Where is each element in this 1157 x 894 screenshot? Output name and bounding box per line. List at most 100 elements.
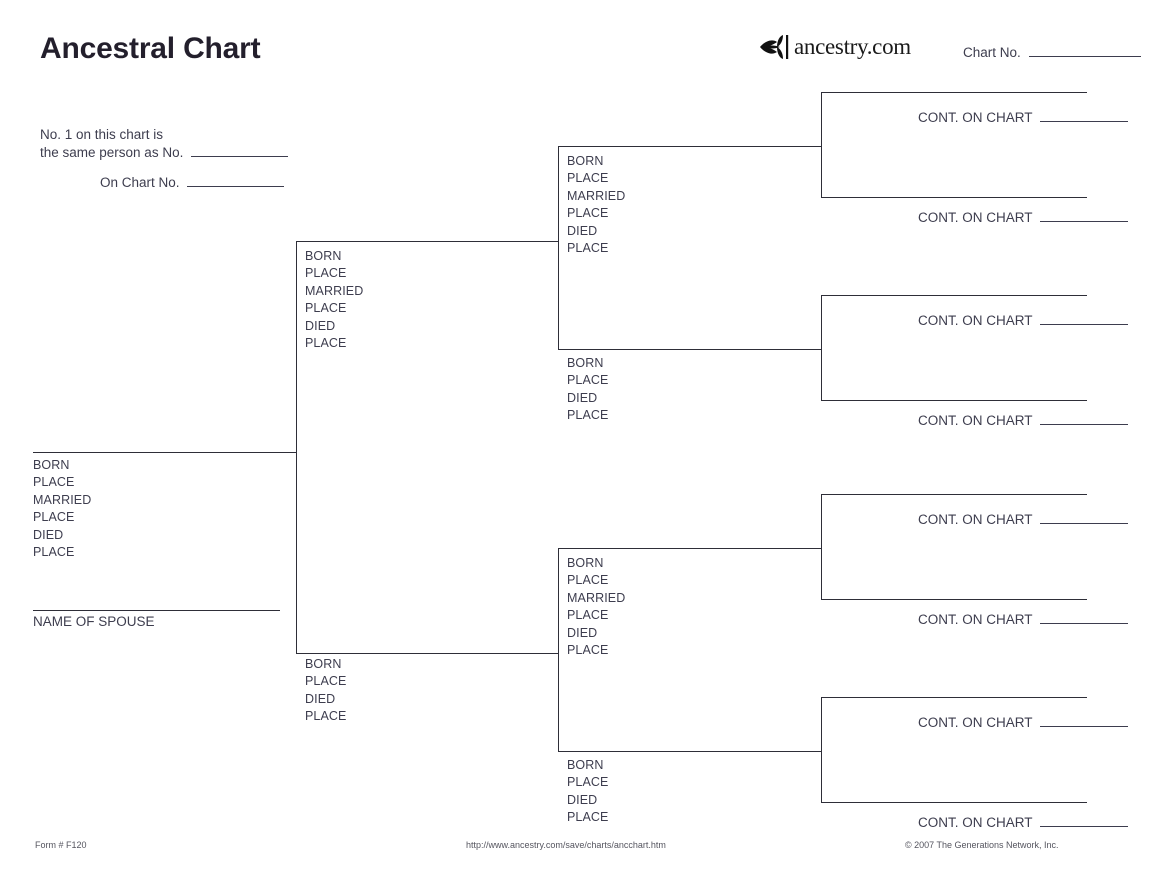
cont-label-text: CONT. ON CHART [917, 313, 1033, 328]
field-place-2: PLACE [33, 510, 75, 525]
field-died: DIED [567, 792, 598, 807]
cont-chart-input[interactable] [1040, 324, 1128, 325]
person-4-name-line[interactable] [558, 146, 820, 147]
person-6-fields: BORN PLACE MARRIED PLACE DIED PLACE [567, 555, 625, 659]
chart-number-input[interactable] [1028, 56, 1141, 57]
field-died: DIED [305, 691, 336, 706]
field-place-3: PLACE [567, 241, 609, 256]
chart-number-field[interactable]: Chart No. [963, 45, 1141, 60]
field-place-3: PLACE [33, 545, 75, 560]
cont-label-text: CONT. ON CHART [917, 715, 1033, 730]
person-10-name-line[interactable] [821, 295, 1087, 296]
connector-gen3-stub-2 [806, 349, 822, 350]
field-married: MARRIED [305, 283, 364, 298]
chart-number-label: Chart No. [963, 45, 1021, 60]
cont-label-text: CONT. ON CHART [917, 110, 1033, 125]
connector-gen3-lower-spine [558, 548, 559, 751]
connector-gen2-upper-stub [543, 241, 559, 242]
connector-gen2-lower-stub [543, 653, 559, 654]
cont-chart-input[interactable] [1040, 121, 1128, 122]
field-place-2: PLACE [567, 206, 609, 221]
field-place: PLACE [567, 171, 609, 186]
person-1-spouse-line[interactable] [33, 610, 280, 611]
field-place-2: PLACE [305, 301, 347, 316]
person-15-name-line[interactable] [821, 802, 1087, 803]
person-5-name-line[interactable] [558, 349, 820, 350]
field-died: DIED [567, 625, 598, 640]
cont-chart-input[interactable] [1040, 523, 1128, 524]
person-11-cont-on-chart[interactable]: CONT. ON CHART [830, 413, 1128, 428]
person-1-fields: BORN PLACE MARRIED PLACE DIED PLACE [33, 457, 91, 561]
person-14-name-line[interactable] [821, 697, 1087, 698]
field-place: PLACE [305, 266, 347, 281]
on-chart-note: On Chart No. [100, 175, 285, 190]
ancestry-logo: ancestry.com [758, 32, 911, 62]
cont-chart-input[interactable] [1040, 424, 1128, 425]
cont-label-text: CONT. ON CHART [917, 210, 1033, 225]
on-chart-number-input[interactable] [187, 186, 285, 187]
same-person-line2: the same person as No. [40, 144, 184, 160]
connector-gen2-spine [296, 241, 297, 653]
cont-chart-input[interactable] [1040, 826, 1128, 827]
on-chart-label: On Chart No. [100, 175, 180, 190]
person-8-name-line[interactable] [821, 92, 1087, 93]
cont-chart-input[interactable] [1040, 221, 1128, 222]
field-died: DIED [567, 223, 598, 238]
field-place: PLACE [567, 775, 609, 790]
person-9-cont-on-chart[interactable]: CONT. ON CHART [830, 210, 1128, 225]
person-7-fields: BORN PLACE DIED PLACE [567, 757, 609, 827]
connector-gen3-stub-1 [806, 146, 822, 147]
person-12-name-line[interactable] [821, 494, 1087, 495]
footer-form-number: Form # F120 [35, 840, 87, 850]
field-born: BORN [567, 556, 604, 570]
field-born: BORN [305, 249, 342, 263]
ancestry-wordmark: ancestry.com [794, 34, 911, 59]
field-place: PLACE [33, 475, 75, 490]
cont-label-text: CONT. ON CHART [917, 413, 1033, 428]
cont-chart-input[interactable] [1040, 623, 1128, 624]
person-14-cont-on-chart[interactable]: CONT. ON CHART [830, 715, 1128, 730]
ancestry-leaf-icon [758, 34, 792, 60]
person-8-cont-on-chart[interactable]: CONT. ON CHART [830, 110, 1128, 125]
field-died: DIED [567, 390, 598, 405]
field-place: PLACE [567, 373, 609, 388]
person-4-fields: BORN PLACE MARRIED PLACE DIED PLACE [567, 153, 625, 257]
connector-gen4-spine-1 [821, 92, 822, 197]
connector-gen3-stub-3 [806, 548, 822, 549]
page-title: Ancestral Chart [40, 32, 261, 65]
field-married: MARRIED [33, 492, 92, 507]
field-born: BORN [567, 154, 604, 168]
person-3-name-line[interactable] [296, 653, 558, 654]
field-born: BORN [33, 458, 70, 472]
person-2-fields: BORN PLACE MARRIED PLACE DIED PLACE [305, 248, 363, 352]
same-person-number-input[interactable] [191, 155, 289, 157]
field-place-2: PLACE [567, 408, 609, 423]
person-6-name-line[interactable] [558, 548, 820, 549]
cont-label-text: CONT. ON CHART [917, 612, 1033, 627]
connector-gen3-upper-spine [558, 146, 559, 349]
person-10-cont-on-chart[interactable]: CONT. ON CHART [830, 313, 1128, 328]
person-9-name-line[interactable] [821, 197, 1087, 198]
person-13-name-line[interactable] [821, 599, 1087, 600]
person-3-fields: BORN PLACE DIED PLACE [305, 656, 347, 726]
person-11-name-line[interactable] [821, 400, 1087, 401]
person-1-name-line[interactable] [33, 452, 296, 453]
field-died: DIED [305, 318, 336, 333]
field-married: MARRIED [567, 188, 626, 203]
field-married: MARRIED [567, 590, 626, 605]
person-12-cont-on-chart[interactable]: CONT. ON CHART [830, 512, 1128, 527]
field-place-3: PLACE [567, 643, 609, 658]
person-7-name-line[interactable] [558, 751, 820, 752]
field-place-2: PLACE [305, 709, 347, 724]
footer-url[interactable]: http://www.ancestry.com/save/charts/ancc… [466, 840, 666, 850]
connector-gen4-spine-4 [821, 697, 822, 802]
field-place: PLACE [567, 573, 609, 588]
person-15-cont-on-chart[interactable]: CONT. ON CHART [830, 815, 1128, 830]
connector-gen4-spine-3 [821, 494, 822, 599]
field-place-2: PLACE [567, 810, 609, 825]
person-2-name-line[interactable] [296, 241, 558, 242]
person-13-cont-on-chart[interactable]: CONT. ON CHART [830, 612, 1128, 627]
field-born: BORN [305, 657, 342, 671]
cont-chart-input[interactable] [1040, 726, 1128, 727]
